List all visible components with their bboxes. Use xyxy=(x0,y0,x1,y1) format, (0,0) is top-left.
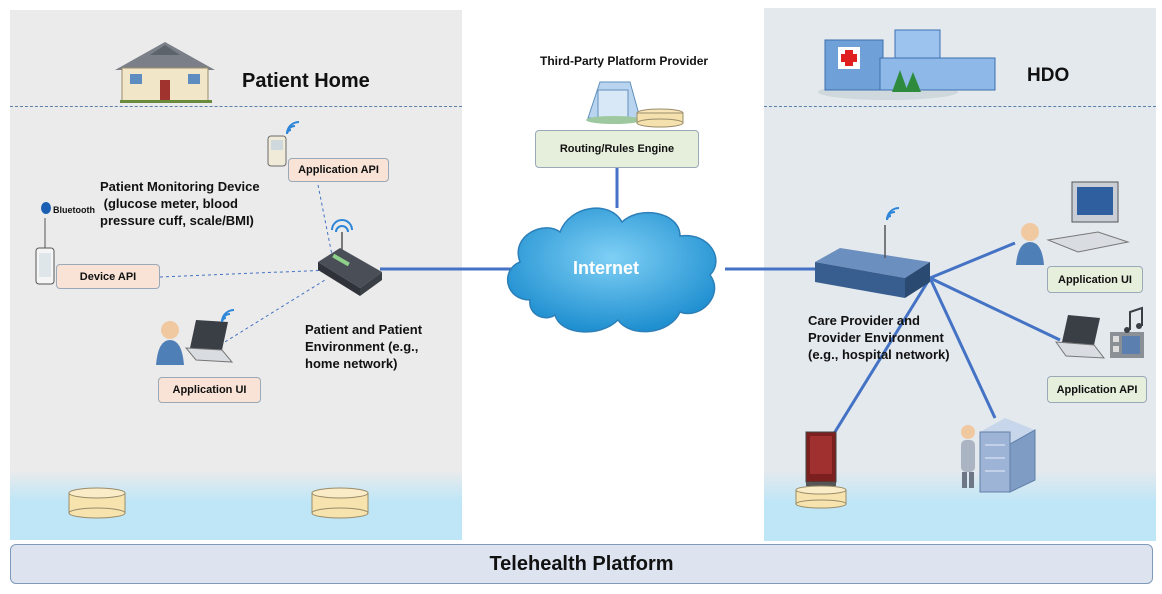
server-racks-icon xyxy=(979,418,1036,493)
link-phone-to-router xyxy=(317,184,333,256)
bluetooth-icon xyxy=(41,202,51,214)
third-party-building-icon xyxy=(586,81,642,124)
hdo-application-api-box[interactable]: Application API xyxy=(1047,376,1147,403)
patient-laptop-icon xyxy=(184,320,234,363)
patient-environment-line-1: Patient and Patient xyxy=(305,322,423,337)
monitoring-device-line-1: Patient Monitoring Device xyxy=(100,179,260,194)
monitoring-device-text: Patient Monitoring Device (glucose meter… xyxy=(100,178,260,229)
workstation-computer-icon xyxy=(1046,181,1130,253)
router-wifi-icon xyxy=(331,219,353,233)
hdo-database-icon xyxy=(795,485,847,509)
phone-wifi-icon xyxy=(286,121,300,135)
patient-environment-line-2: Environment (e.g., xyxy=(305,339,419,354)
house-icon xyxy=(115,42,215,103)
it-staff-user-icon xyxy=(961,425,975,488)
patient-application-ui-box[interactable]: Application UI xyxy=(158,377,261,403)
telehealth-platform-bar: Telehealth Platform xyxy=(10,544,1153,584)
third-party-database-icon xyxy=(636,108,684,128)
link-hdo-to-workstation xyxy=(929,241,1016,280)
link-device-to-router xyxy=(159,269,331,278)
monitoring-device-line-3: pressure cuff, scale/BMI) xyxy=(100,213,254,228)
home-router-icon xyxy=(318,232,382,296)
laptop-wifi-icon xyxy=(221,309,235,323)
patient-home-title: Patient Home xyxy=(242,70,370,92)
hdo-network-device-icon xyxy=(815,225,930,298)
device-api-box[interactable]: Device API xyxy=(56,264,160,289)
patient-user-icon xyxy=(156,321,184,365)
home-database-icon-1 xyxy=(68,487,126,519)
bluetooth-label: Bluetooth xyxy=(53,205,95,215)
care-provider-line-1: Care Provider and xyxy=(808,313,920,328)
internet-label: Internet xyxy=(573,258,640,278)
hdo-title: HDO xyxy=(1027,65,1070,86)
patient-home-divider xyxy=(10,106,462,107)
hdo-laptop-icon xyxy=(1054,315,1106,359)
hdo-application-ui-box[interactable]: Application UI xyxy=(1047,266,1143,293)
care-provider-environment-text: Care Provider and Provider Environment (… xyxy=(808,312,950,363)
care-provider-line-2: Provider Environment xyxy=(808,330,944,345)
phone-icon xyxy=(267,135,287,167)
third-party-title: Third-Party Platform Provider xyxy=(540,54,709,68)
clinician-user-icon xyxy=(1016,223,1044,265)
hospital-icon xyxy=(818,29,996,100)
storage-tower-icon xyxy=(805,431,837,486)
hdo-divider xyxy=(764,106,1156,107)
media-icon xyxy=(1110,306,1144,358)
patient-environment-text: Patient and Patient Environment (e.g., h… xyxy=(305,321,422,372)
link-laptop-to-router xyxy=(219,279,326,346)
application-api-box[interactable]: Application API xyxy=(288,158,389,182)
care-provider-line-3: (e.g., hospital network) xyxy=(808,347,950,362)
monitoring-device-line-2: (glucose meter, blood xyxy=(100,196,238,211)
routing-rules-engine-box[interactable]: Routing/Rules Engine xyxy=(535,130,699,168)
mobile-device-icon xyxy=(35,218,55,285)
home-database-icon-2 xyxy=(311,487,369,519)
link-hdo-to-servers xyxy=(928,277,997,419)
hdo-wifi-icon xyxy=(886,207,900,221)
link-hdo-to-storage xyxy=(828,277,932,441)
patient-environment-line-3: home network) xyxy=(305,356,398,371)
link-hdo-to-laptop xyxy=(929,276,1061,342)
internet-cloud-icon xyxy=(506,207,717,333)
